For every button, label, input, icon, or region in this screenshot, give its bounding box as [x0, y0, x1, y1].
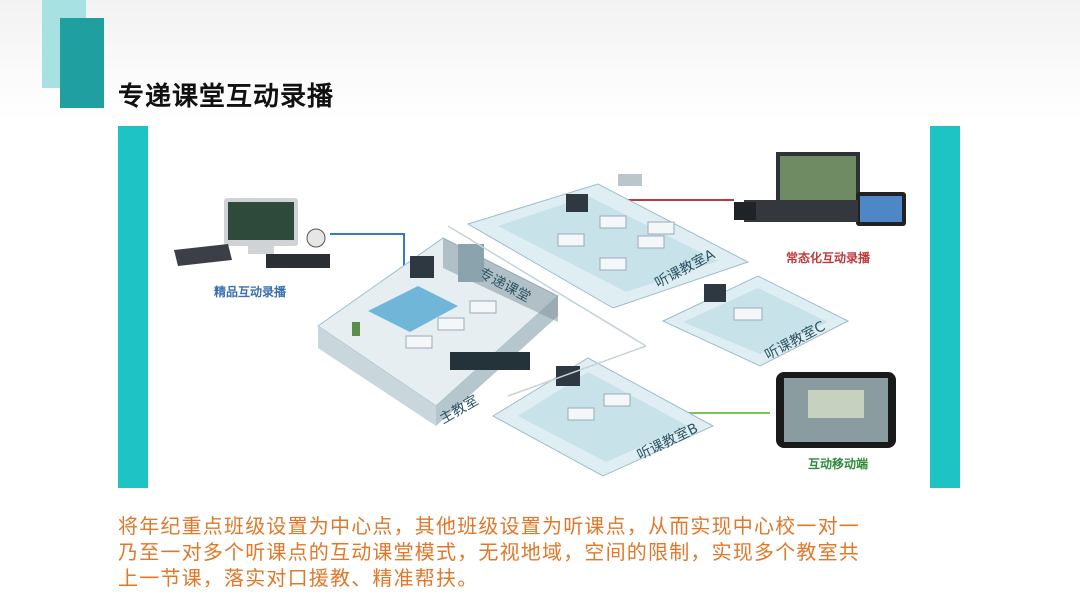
listen-classroom-a: [466, 174, 750, 309]
classroom-network-diagram: 专递课堂 主教室 听课教室A 听课教室C 听课教室B 精品互动录播 常态化互动录…: [174, 152, 906, 477]
blue-connection-line: [330, 233, 405, 278]
description-line-1: 将年纪重点班级设置为中心点，其他班级设置为听课点，从而实现中心校一对一: [118, 514, 860, 538]
description-text: 将年纪重点班级设置为中心点，其他班级设置为听课点，从而实现中心校一对一 乃至一对…: [118, 513, 978, 591]
description-line-2: 乃至一对多个听课点的互动课堂模式，无视地域，空间的限制，实现多个教室共: [118, 540, 860, 564]
regular-recording-equipment: [734, 152, 906, 226]
label-premium-recording: 精品互动录播: [214, 284, 287, 299]
main-classroom: [317, 237, 559, 426]
accent-bar-right: [930, 126, 960, 488]
premium-recording-equipment: [174, 198, 330, 268]
page-title: 专递课堂互动录播: [118, 82, 335, 112]
accent-bar-left: [118, 126, 148, 488]
description-line-3: 上一节课，落实对口援教、精准帮扶。: [118, 566, 479, 590]
listen-classroom-c: [661, 275, 850, 367]
decor-block-dark: [60, 18, 104, 108]
mobile-device: [776, 372, 896, 448]
label-mobile: 互动移动端: [808, 456, 868, 471]
label-regular-recording: 常态化互动录播: [786, 250, 871, 265]
listen-classroom-b: [492, 357, 715, 477]
